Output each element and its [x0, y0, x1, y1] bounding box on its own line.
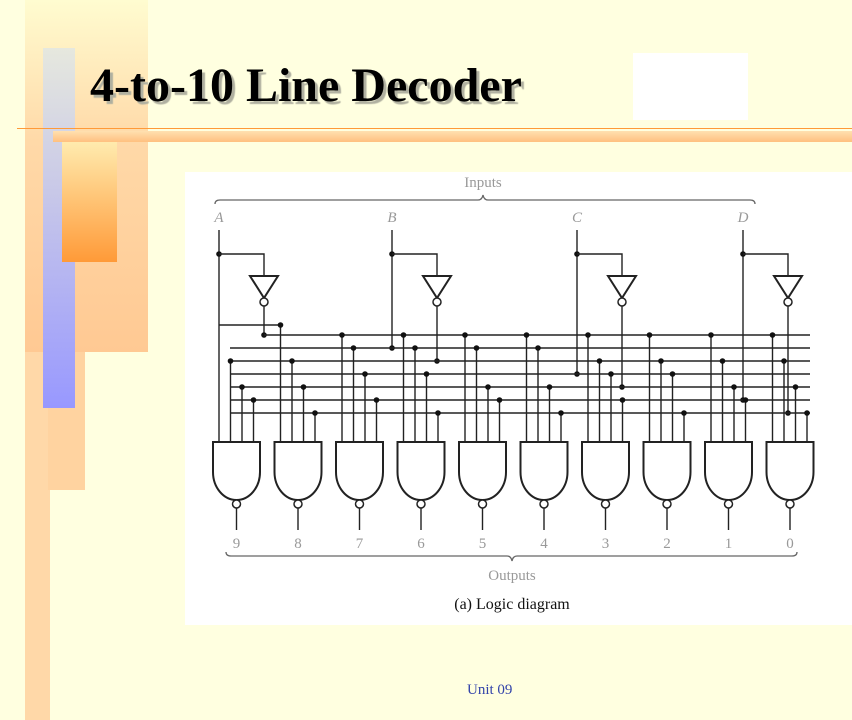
junction-dot [462, 332, 468, 338]
junction-dot [277, 322, 284, 328]
junction-dot [473, 345, 480, 351]
junction-dot [742, 397, 749, 403]
junction-dot [423, 371, 430, 377]
inverter-c [606, 275, 638, 300]
junction-dot [485, 384, 491, 390]
junction-dot [339, 332, 345, 338]
junction-dot [523, 332, 530, 338]
junction-dot [239, 384, 245, 390]
nand-bubble [231, 499, 242, 509]
junction-dot [362, 371, 368, 377]
white-box [633, 53, 748, 120]
output-label-5: 5 [479, 536, 487, 552]
output-label-3: 3 [602, 536, 610, 552]
inverter-feed-wire [577, 253, 623, 276]
nand-bubble [785, 499, 795, 509]
output-label-0: 0 [786, 536, 794, 552]
input-label-d: D [737, 210, 749, 226]
inverter-feed-wire [392, 253, 438, 276]
inputs-brace [214, 194, 756, 205]
output-label-2: 2 [663, 536, 671, 552]
nand-bubble [662, 499, 672, 509]
inverter-d [772, 275, 804, 300]
junction-dot [792, 384, 799, 390]
inverter-bubble [259, 297, 269, 307]
junction-dot [227, 358, 234, 364]
junction-dot [646, 332, 653, 338]
inverter-bubble [432, 297, 442, 307]
junction-dot [804, 410, 810, 416]
inverter-feed-wire [219, 253, 265, 276]
outputs-brace [225, 551, 798, 562]
nand-bubble [539, 499, 549, 509]
diagram-caption: (a) Logic diagram [454, 596, 570, 613]
junction-dot [596, 358, 603, 364]
junction-dot [300, 384, 307, 390]
junction-dot [708, 332, 714, 338]
junction-dot [681, 410, 687, 416]
inverter-feed-wire [743, 253, 789, 276]
junction-dot [658, 358, 664, 364]
nand-gate-7 [335, 441, 384, 501]
inverter-b [421, 275, 453, 300]
nand-gate-6 [396, 441, 446, 501]
nand-gate-4 [519, 441, 569, 501]
junction-dot [546, 384, 553, 390]
junction-dot [781, 358, 787, 364]
junction-dot [669, 371, 676, 377]
output-label-1: 1 [725, 536, 733, 552]
nand-bubble [416, 499, 426, 509]
nand-gate-8 [273, 441, 323, 501]
output-label-7: 7 [356, 536, 364, 552]
nand-gate-3 [581, 441, 630, 501]
slide-footer: Unit 09 [467, 682, 513, 698]
nand-bubble [600, 499, 611, 509]
junction-dot [373, 397, 380, 403]
output-label-8: 8 [294, 536, 302, 552]
junction-dot [435, 410, 441, 416]
nand-gate-9 [212, 441, 261, 501]
junction-dot [619, 397, 626, 403]
junction-dot [769, 332, 776, 338]
nand-bubble [477, 499, 488, 509]
junction-dot [558, 410, 564, 416]
nand-gate-0 [765, 441, 815, 501]
junction-dot [608, 371, 614, 377]
junction-dot [350, 345, 357, 351]
inverter-a [248, 275, 280, 300]
outputs-label: Outputs [488, 568, 536, 584]
output-label-9: 9 [233, 536, 241, 552]
decor-block-orange [62, 140, 117, 262]
inverter-bubble [783, 297, 793, 307]
title-divider-bar [53, 131, 852, 142]
inputs-label: Inputs [464, 175, 502, 191]
junction-dot [731, 384, 737, 390]
junction-dot [585, 332, 591, 338]
junction-dot [250, 397, 257, 403]
slide-title: 4-to-10 Line Decoder [90, 59, 522, 112]
junction-dot [289, 358, 295, 364]
input-label-a: A [213, 210, 224, 226]
input-label-b: B [387, 210, 396, 226]
junction-dot [496, 397, 503, 403]
nand-gate-5 [458, 441, 507, 501]
junction-dot [535, 345, 541, 351]
junction-dot [312, 410, 318, 416]
nand-gate-2 [642, 441, 692, 501]
nand-bubble [293, 499, 303, 509]
input-label-c: C [572, 210, 583, 226]
junction-dot [400, 332, 407, 338]
inverter-bubble [617, 297, 627, 307]
junction-dot [412, 345, 418, 351]
title-divider-line [17, 128, 852, 129]
junction-dot [719, 358, 726, 364]
output-label-6: 6 [417, 536, 425, 552]
nand-bubble [723, 499, 734, 509]
output-label-4: 4 [540, 536, 548, 552]
nand-bubble [354, 499, 365, 509]
nand-gate-1 [704, 441, 753, 501]
